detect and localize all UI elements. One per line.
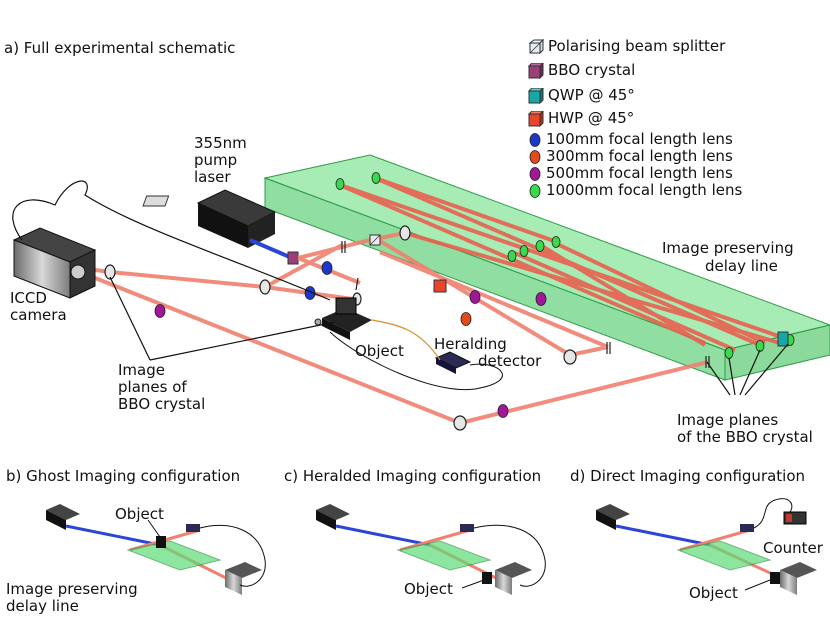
panel-b-title: b) Ghost Imaging configuration — [6, 467, 241, 485]
mirrors — [104, 225, 710, 431]
legend-item-pbs: Polarising beam splitter — [528, 38, 725, 55]
legend-label: QWP @ 45° — [548, 86, 635, 104]
heralding-detector — [434, 351, 472, 374]
qwp-icon — [528, 87, 544, 104]
object-stage — [314, 297, 372, 340]
laser-label-line3: laser — [194, 168, 231, 186]
legend-label: HWP @ 45° — [548, 109, 635, 127]
pbs-icon — [528, 38, 544, 54]
panel-a-title: a) Full experimental schematic — [4, 39, 236, 57]
camera-cable — [12, 180, 331, 301]
lenses — [154, 172, 795, 418]
bbo-crystal — [287, 251, 299, 265]
legend-label: 100mm focal length lens — [546, 130, 733, 148]
bbo-crystal-icon — [528, 62, 544, 79]
lens-500mm-icon — [529, 166, 541, 181]
hwp-icon — [528, 110, 544, 127]
laser-label-line2: pump — [194, 151, 238, 169]
legend-item-lens-100: 100mm focal length lens — [528, 131, 733, 148]
delay-line-beams — [339, 176, 791, 352]
legend-label: 500mm focal length lens — [546, 164, 733, 182]
pump-laser — [142, 189, 277, 248]
panel-d-object-label: Object — [689, 584, 738, 602]
detector-cable — [329, 331, 503, 391]
fibre — [371, 319, 441, 361]
legend-item-lens-300: 300mm focal length lens — [528, 148, 733, 165]
hwp-plate — [433, 279, 447, 293]
panel-b-delay-label-line1: Image preserving — [6, 580, 138, 598]
panel-b-miniature — [46, 504, 266, 595]
panel-c-title: c) Heralded Imaging configuration — [284, 467, 542, 485]
panel-d-title: d) Direct Imaging configuration — [570, 467, 806, 485]
iccd-camera — [12, 227, 97, 299]
pointer-lines — [109, 276, 789, 396]
polarising-beam-splitter — [369, 234, 381, 246]
legend-item-lens-500: 500mm focal length lens — [528, 165, 733, 182]
pump-beam — [249, 238, 293, 260]
image-planes-left-line1: Image — [118, 361, 165, 379]
legend-label: Polarising beam splitter — [548, 37, 726, 55]
legend-label: 1000mm focal length lens — [546, 181, 743, 199]
lens-1000mm-icon — [529, 183, 541, 198]
iccd-label-line2: camera — [10, 306, 67, 324]
lens-100mm-icon — [529, 132, 541, 147]
object-label: Object — [355, 342, 404, 360]
legend-item-bbo: BBO crystal — [528, 62, 635, 79]
laser-label-line1: 355nm — [194, 134, 247, 152]
heralding-label-line1: Heralding — [434, 335, 507, 353]
legend-item-hwp: HWP @ 45° — [528, 110, 634, 127]
panel-b-delay-label-line2: delay line — [6, 597, 79, 615]
image-planes-left-line2: planes of — [118, 378, 187, 396]
panel-b-object-label: Object — [115, 505, 164, 523]
delay-line-label-line2: delay line — [705, 257, 778, 275]
iccd-label-line1: ICCD — [10, 289, 47, 307]
legend-label: BBO crystal — [548, 61, 636, 79]
panel-c-object-label: Object — [404, 580, 453, 598]
legend-item-qwp: QWP @ 45° — [528, 87, 635, 104]
panel-d-counter-label: Counter — [763, 539, 823, 557]
legend-item-lens-1000: 1000mm focal length lens — [528, 182, 742, 199]
image-planes-left-line3: BBO crystal — [118, 395, 206, 413]
panel-c-miniature — [316, 504, 546, 595]
qwp-plate — [777, 331, 789, 347]
panel-d-miniature — [596, 498, 817, 595]
lens-300mm-icon — [529, 149, 541, 164]
delay-line-label-line1: Image preserving — [662, 239, 794, 257]
image-planes-right-line1: Image planes — [677, 411, 779, 429]
image-planes-right-line2: of the BBO crystal — [677, 428, 813, 446]
heralding-label-line2: detector — [478, 352, 542, 370]
legend-label: 300mm focal length lens — [546, 147, 733, 165]
